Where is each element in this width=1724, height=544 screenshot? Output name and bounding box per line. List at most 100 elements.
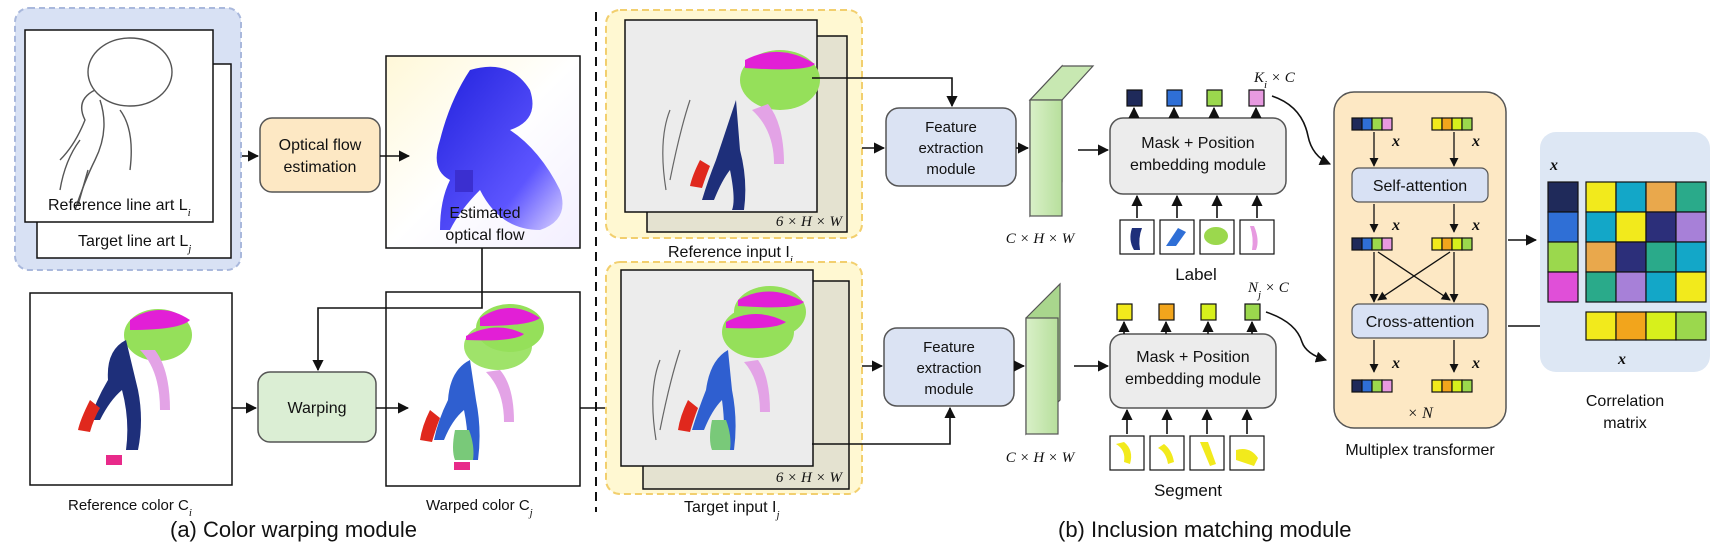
- feature-extraction-top-line2: extraction: [918, 140, 983, 157]
- label-caption: Label: [1175, 265, 1217, 284]
- feature-extraction-top-line3: module: [926, 161, 975, 178]
- self-attention-label: Self-attention: [1373, 178, 1467, 195]
- matrix-output-cell: [1615, 311, 1647, 341]
- label-tokens: [1126, 89, 1265, 107]
- label-mask-thumbnails: [1119, 219, 1275, 255]
- matrix-cell: [1645, 271, 1677, 303]
- transformer-caption: Multiplex transformer: [1345, 442, 1495, 459]
- xi-token: [1351, 117, 1363, 131]
- xj-k-label-2: x: [1471, 217, 1480, 234]
- matrix-cell: [1585, 241, 1617, 273]
- xj-token: [1461, 237, 1473, 251]
- segment-count: Nj × C: [1247, 280, 1290, 301]
- xj-k-label-1: x: [1471, 133, 1480, 150]
- feature-cube-top: [1028, 64, 1095, 218]
- xj-token: [1451, 379, 1463, 393]
- xi-token: [1381, 379, 1393, 393]
- feature-extraction-bottom-line1: Feature: [923, 339, 975, 356]
- xi-token: [1371, 237, 1383, 251]
- segment-token: [1116, 303, 1133, 321]
- feature-extraction-top-line1: Feature: [925, 119, 977, 136]
- repeat-n-label: × N: [1407, 405, 1434, 422]
- segment-token: [1158, 303, 1175, 321]
- feature-dims-bottom: C × H × W: [1006, 450, 1076, 466]
- xi-n-label: x: [1549, 157, 1558, 174]
- xi-token: [1351, 237, 1363, 251]
- reference-color-image: [29, 292, 233, 486]
- target-input-label: Target input Ij: [684, 499, 780, 521]
- feature-extraction-bottom-line2: extraction: [916, 360, 981, 377]
- correlation-caption-2: matrix: [1603, 415, 1647, 432]
- matrix-row-header: [1547, 211, 1579, 243]
- matrix-row-header: [1547, 271, 1579, 303]
- reference-line-art-panel: [24, 29, 214, 223]
- feature-extraction-box-top: [885, 107, 1017, 187]
- matrix-row-header: [1547, 241, 1579, 273]
- xi-token: [1381, 117, 1393, 131]
- reference-input-image: [624, 19, 848, 233]
- xi-k-label-3: x: [1391, 355, 1400, 372]
- correlation-caption-1: Correlation: [1586, 393, 1664, 410]
- arrow-segment-tokens-to-transformer: [1265, 311, 1328, 363]
- xi-k-label-2: x: [1391, 217, 1400, 234]
- segment-token: [1244, 303, 1261, 321]
- segment-tokens: [1116, 303, 1261, 321]
- target-input-image: [620, 269, 850, 490]
- matrix-cell: [1645, 181, 1677, 213]
- target-line-art-label: Target line art Lj: [78, 233, 191, 255]
- mask-position-top-line1: Mask + Position: [1141, 135, 1254, 152]
- optical-flow-estimation-label-2: estimation: [284, 159, 357, 176]
- arrow-flow-to-warping: [312, 248, 483, 372]
- warping-label: Warping: [288, 400, 347, 417]
- optical-flow-estimation-label-1: Optical flow: [279, 137, 362, 154]
- label-token: [1206, 89, 1223, 107]
- caption-b: (b) Inclusion matching module: [1058, 517, 1351, 542]
- optical-flow-estimation-box: [259, 117, 381, 193]
- matrix-cell: [1615, 271, 1647, 303]
- reference-input-dims: 6 × H × W: [776, 214, 844, 230]
- matrix-output-cell: [1645, 311, 1677, 341]
- xj-token: [1451, 117, 1463, 131]
- label-count: Ki × C: [1253, 70, 1296, 91]
- matrix-cell: [1645, 211, 1677, 243]
- xj-token: [1431, 379, 1443, 393]
- xj-token: [1431, 237, 1443, 251]
- matrix-cell: [1615, 211, 1647, 243]
- matrix-output-cell: [1585, 311, 1617, 341]
- arrow-tgtinput-to-feature: [812, 406, 956, 445]
- matrix-cell: [1675, 271, 1707, 303]
- xi-token: [1351, 379, 1363, 393]
- xj-n-label: x: [1617, 351, 1626, 368]
- xi-token: [1361, 379, 1373, 393]
- matrix-cell: [1675, 211, 1707, 243]
- matrix-output-cell: [1675, 311, 1707, 341]
- self-attention-box: [1351, 167, 1489, 203]
- segment-caption: Segment: [1154, 481, 1222, 500]
- xi-token: [1371, 117, 1383, 131]
- xi-token: [1371, 379, 1383, 393]
- correlation-matrix: [1547, 181, 1707, 341]
- xj-token: [1441, 237, 1453, 251]
- matrix-cell: [1645, 241, 1677, 273]
- warping-box: [257, 371, 377, 443]
- xj-token: [1441, 379, 1453, 393]
- segment-thumbnails: [1109, 435, 1265, 471]
- estimated-optical-flow-label-1: Estimated: [449, 205, 520, 222]
- mask-position-top-line2: embedding module: [1130, 157, 1266, 174]
- mask-position-bottom-line2: embedding module: [1125, 371, 1261, 388]
- tx-arrow-cross-2: [1377, 251, 1451, 301]
- matrix-cell: [1585, 271, 1617, 303]
- mask-position-bottom-line1: Mask + Position: [1136, 349, 1249, 366]
- matrix-cell: [1675, 181, 1707, 213]
- feature-extraction-bottom-line3: module: [924, 381, 973, 398]
- xi-k-label-1: x: [1391, 133, 1400, 150]
- label-token: [1248, 89, 1265, 107]
- matrix-row-header: [1547, 181, 1579, 213]
- segment-token: [1200, 303, 1217, 321]
- target-input-dims: 6 × H × W: [776, 470, 844, 486]
- estimated-optical-flow-label-2: optical flow: [445, 227, 525, 244]
- xj-token: [1441, 117, 1453, 131]
- matrix-cell: [1615, 241, 1647, 273]
- xi-token: [1361, 117, 1373, 131]
